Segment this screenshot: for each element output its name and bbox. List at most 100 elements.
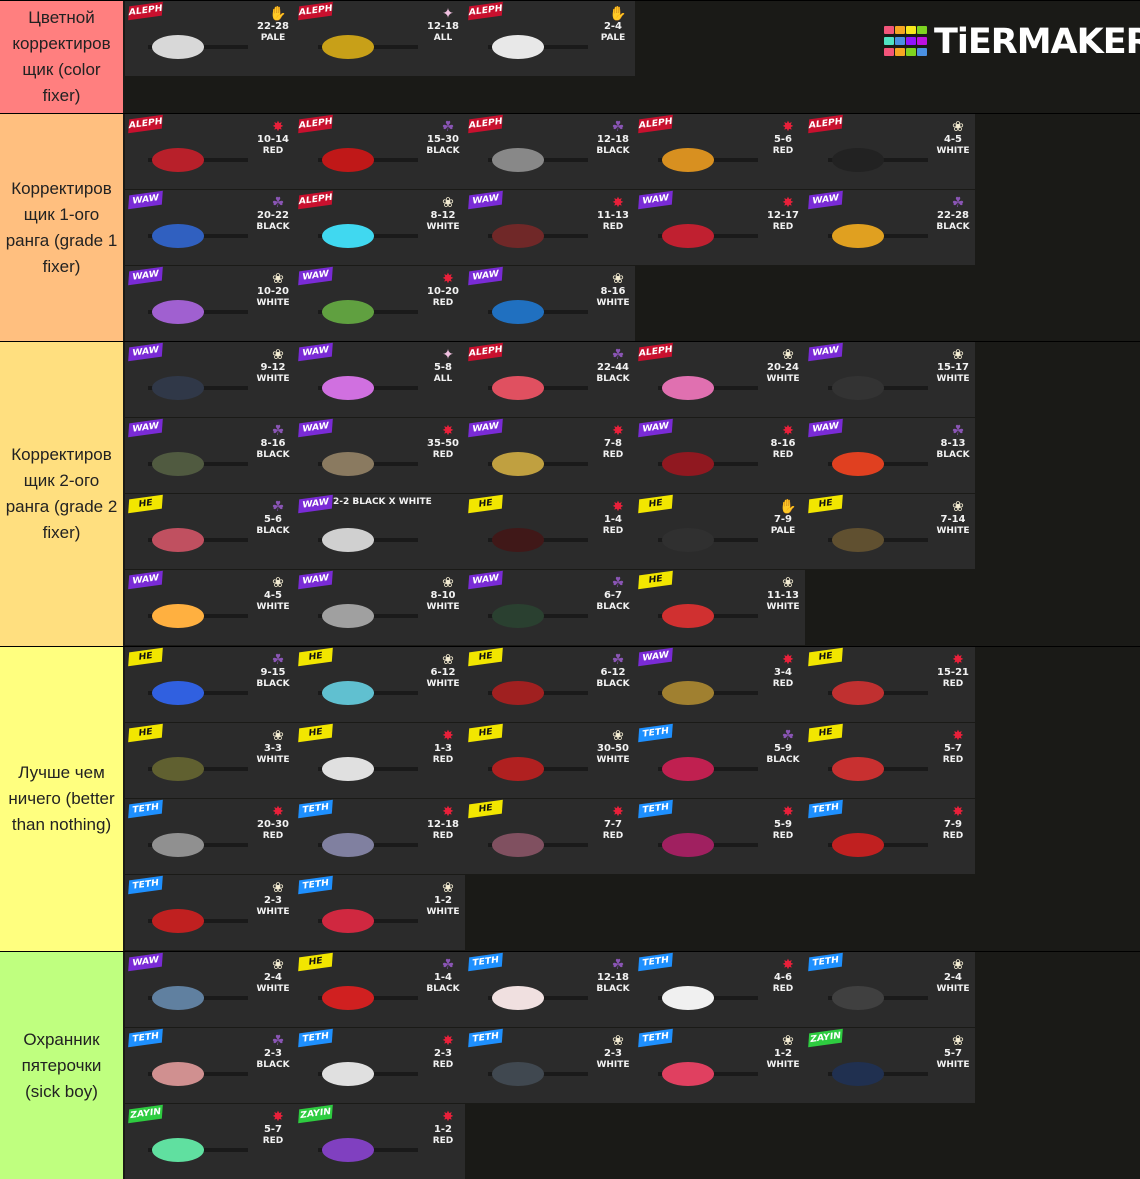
damage-range: 5-8 — [433, 362, 453, 373]
damage-type-icon: ☘ — [271, 498, 285, 514]
damage-type: WHITE — [426, 907, 460, 917]
damage-type-icon: ❀ — [272, 956, 284, 972]
weapon-image — [148, 604, 248, 628]
damage-range: 3-4 — [773, 667, 793, 678]
damage-range: 4-5 — [263, 590, 283, 601]
damage-range: 2-4 — [603, 21, 623, 32]
weapon-image — [828, 376, 928, 400]
weapon-image — [828, 833, 928, 857]
damage-range: 22-44 — [597, 362, 629, 373]
damage-range: 7-9 — [773, 514, 793, 525]
damage-type-icon: ❀ — [272, 270, 284, 286]
weapon-head — [492, 452, 544, 476]
tier-label[interactable]: Корректиров щик 1-ого ранга (grade 1 fix… — [0, 114, 123, 341]
weapon-image — [658, 452, 758, 476]
tier-row: Лучше чем ничего (better than nothing)HE… — [0, 646, 1140, 951]
damage-type-icon: ☘ — [271, 651, 285, 667]
damage-combo-text: 2-2 BLACK X WHITE — [333, 497, 432, 507]
tier-label[interactable]: Цветной корректиров щик (color fixer) — [0, 1, 123, 113]
damage-type: WHITE — [936, 526, 970, 536]
weapon-image — [318, 1062, 418, 1086]
damage-range: 35-50 — [427, 438, 459, 449]
damage-type-icon: ✸ — [952, 651, 964, 667]
weapon-image — [658, 224, 758, 248]
weapon-image — [658, 757, 758, 781]
logo-grid-cell — [895, 26, 905, 34]
tier-label[interactable]: Лучше чем ничего (better than nothing) — [0, 647, 123, 951]
tier-label[interactable]: Корректиров щик 2-ого ранга (grade 2 fix… — [0, 342, 123, 646]
tier-label[interactable]: Охранник пятерочки (sick boy) — [0, 952, 123, 1179]
damage-type-icon: ✸ — [442, 1032, 454, 1048]
damage-range: 12-18 — [427, 21, 459, 32]
weapon-head — [322, 1062, 374, 1086]
damage-type: RED — [772, 450, 794, 460]
damage-type-icon: ❀ — [952, 346, 964, 362]
